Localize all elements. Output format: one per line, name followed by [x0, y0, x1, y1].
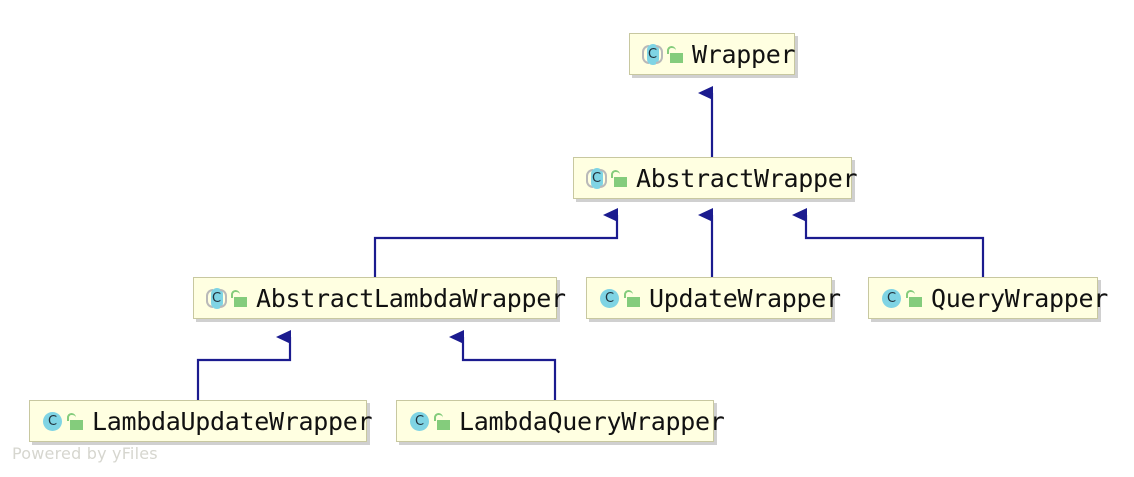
abstract-class-icon: C: [206, 287, 227, 309]
node-icons-query-wrapper: C: [881, 288, 922, 309]
unlocked-padlock-icon: [434, 412, 450, 430]
class-node-label: UpdateWrapper: [649, 283, 841, 313]
node-icons-lambda-update-wrapper: C: [42, 411, 83, 432]
class-node-update-wrapper[interactable]: C UpdateWrapper: [586, 277, 841, 319]
yfiles-watermark: Powered by yFiles: [12, 444, 158, 463]
concrete-class-icon: C: [881, 288, 902, 309]
class-node-query-wrapper[interactable]: C QueryWrapper: [868, 277, 1108, 319]
class-node-abstract-lambda-wrapper[interactable]: C AbstractLambdaWrapper: [193, 277, 566, 319]
unlocked-padlock-icon: [231, 289, 247, 307]
abstract-class-icon: C: [642, 43, 663, 65]
concrete-class-icon: C: [599, 288, 620, 309]
class-node-label: AbstractLambdaWrapper: [256, 283, 566, 313]
class-node-label: Wrapper: [692, 39, 796, 69]
class-node-label: LambdaQueryWrapper: [459, 406, 725, 436]
abstract-class-icon: C: [586, 167, 607, 189]
node-icons-abstract-lambda-wrapper: C: [206, 287, 247, 309]
class-node-label: QueryWrapper: [931, 283, 1109, 313]
class-node-label: AbstractWrapper: [636, 163, 858, 193]
concrete-class-icon: C: [42, 411, 63, 432]
class-node-lambda-update-wrapper[interactable]: C LambdaUpdateWrapper: [29, 400, 373, 442]
edge-lambdaquerywrapper-to-abstractlambdawrapper: [449, 330, 557, 400]
class-node-abstract-wrapper[interactable]: C AbstractWrapper: [573, 157, 858, 199]
class-node-wrapper[interactable]: C Wrapper: [629, 33, 796, 75]
unlocked-padlock-icon: [611, 169, 627, 187]
edge-abstractlambdawrapper-to-abstractwrapper: [373, 208, 619, 277]
edge-querywrapper-to-abstractwrapper: [792, 208, 985, 277]
node-icons-abstract-wrapper: C: [586, 167, 627, 189]
concrete-class-icon: C: [409, 411, 430, 432]
class-node-label: LambdaUpdateWrapper: [92, 406, 373, 436]
unlocked-padlock-icon: [67, 412, 83, 430]
unlocked-padlock-icon: [667, 45, 683, 63]
node-icons-wrapper: C: [642, 43, 683, 65]
class-node-lambda-query-wrapper[interactable]: C LambdaQueryWrapper: [396, 400, 725, 442]
unlocked-padlock-icon: [624, 289, 640, 307]
edge-lambdaupdatewrapper-to-abstractlambdawrapper: [196, 330, 292, 400]
node-icons-lambda-query-wrapper: C: [409, 411, 450, 432]
node-icons-update-wrapper: C: [599, 288, 640, 309]
unlocked-padlock-icon: [906, 289, 922, 307]
